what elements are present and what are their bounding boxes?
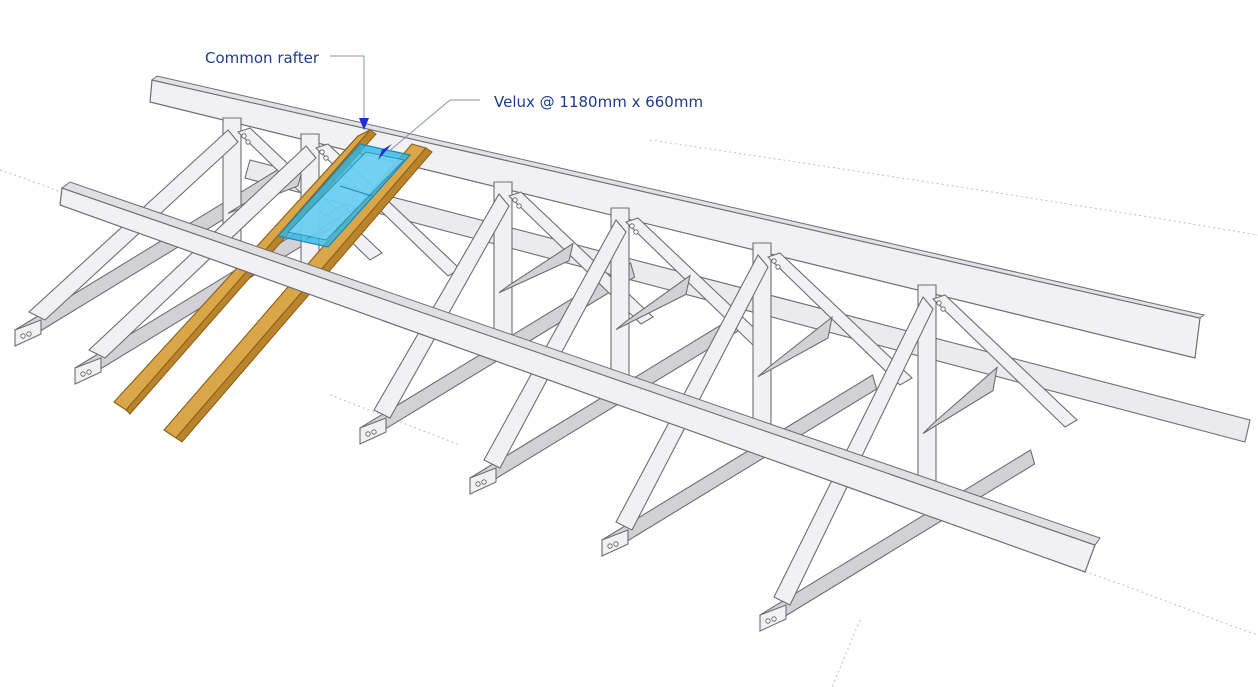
bolt-icon <box>323 155 329 161</box>
bolt-icon <box>475 481 481 487</box>
bolt-icon <box>26 331 32 337</box>
bolt-icon <box>80 371 86 377</box>
bolt-icon <box>481 479 487 485</box>
principal-rafter <box>615 254 769 531</box>
annotation-leaders <box>330 55 480 160</box>
bolt-icon <box>613 541 619 547</box>
bolt-icon <box>371 429 377 435</box>
bolt-icon <box>20 333 26 339</box>
common-rafter-arrowhead <box>359 118 369 130</box>
velux-leader <box>387 99 480 153</box>
principal-rafter <box>931 294 1078 428</box>
bolt-icon <box>516 203 522 209</box>
bolt-icon <box>86 369 92 375</box>
principal-rafter <box>373 193 510 419</box>
principal-rafter <box>483 219 627 469</box>
bolt-icon <box>765 618 771 624</box>
velux-label: Velux @ 1180mm x 660mm <box>494 93 704 111</box>
strut <box>615 274 691 330</box>
strut <box>922 366 998 434</box>
strut <box>498 242 574 294</box>
bolt-icon <box>771 616 777 622</box>
bolt-icon <box>512 197 518 203</box>
bolt-icon <box>629 223 635 229</box>
bolt-icon <box>319 149 325 155</box>
bolt-icon <box>245 139 251 145</box>
bolt-icon <box>771 258 777 264</box>
bolt-icon <box>936 300 942 306</box>
bolt-icon <box>633 229 639 235</box>
bolt-icon <box>775 264 781 270</box>
common-rafter-leader <box>330 55 365 122</box>
principal-rafter <box>766 252 913 386</box>
velux-window <box>276 143 412 248</box>
bolt-icon <box>607 543 613 549</box>
bolt-icon <box>241 133 247 139</box>
bolt-icon <box>365 431 371 437</box>
principal-rafter <box>773 295 934 606</box>
front-purlin <box>59 181 1101 573</box>
common-rafter-label: Common rafter <box>205 49 319 67</box>
strut <box>757 315 833 378</box>
bolt-icon <box>940 306 946 312</box>
velux-arrowhead <box>378 144 392 160</box>
